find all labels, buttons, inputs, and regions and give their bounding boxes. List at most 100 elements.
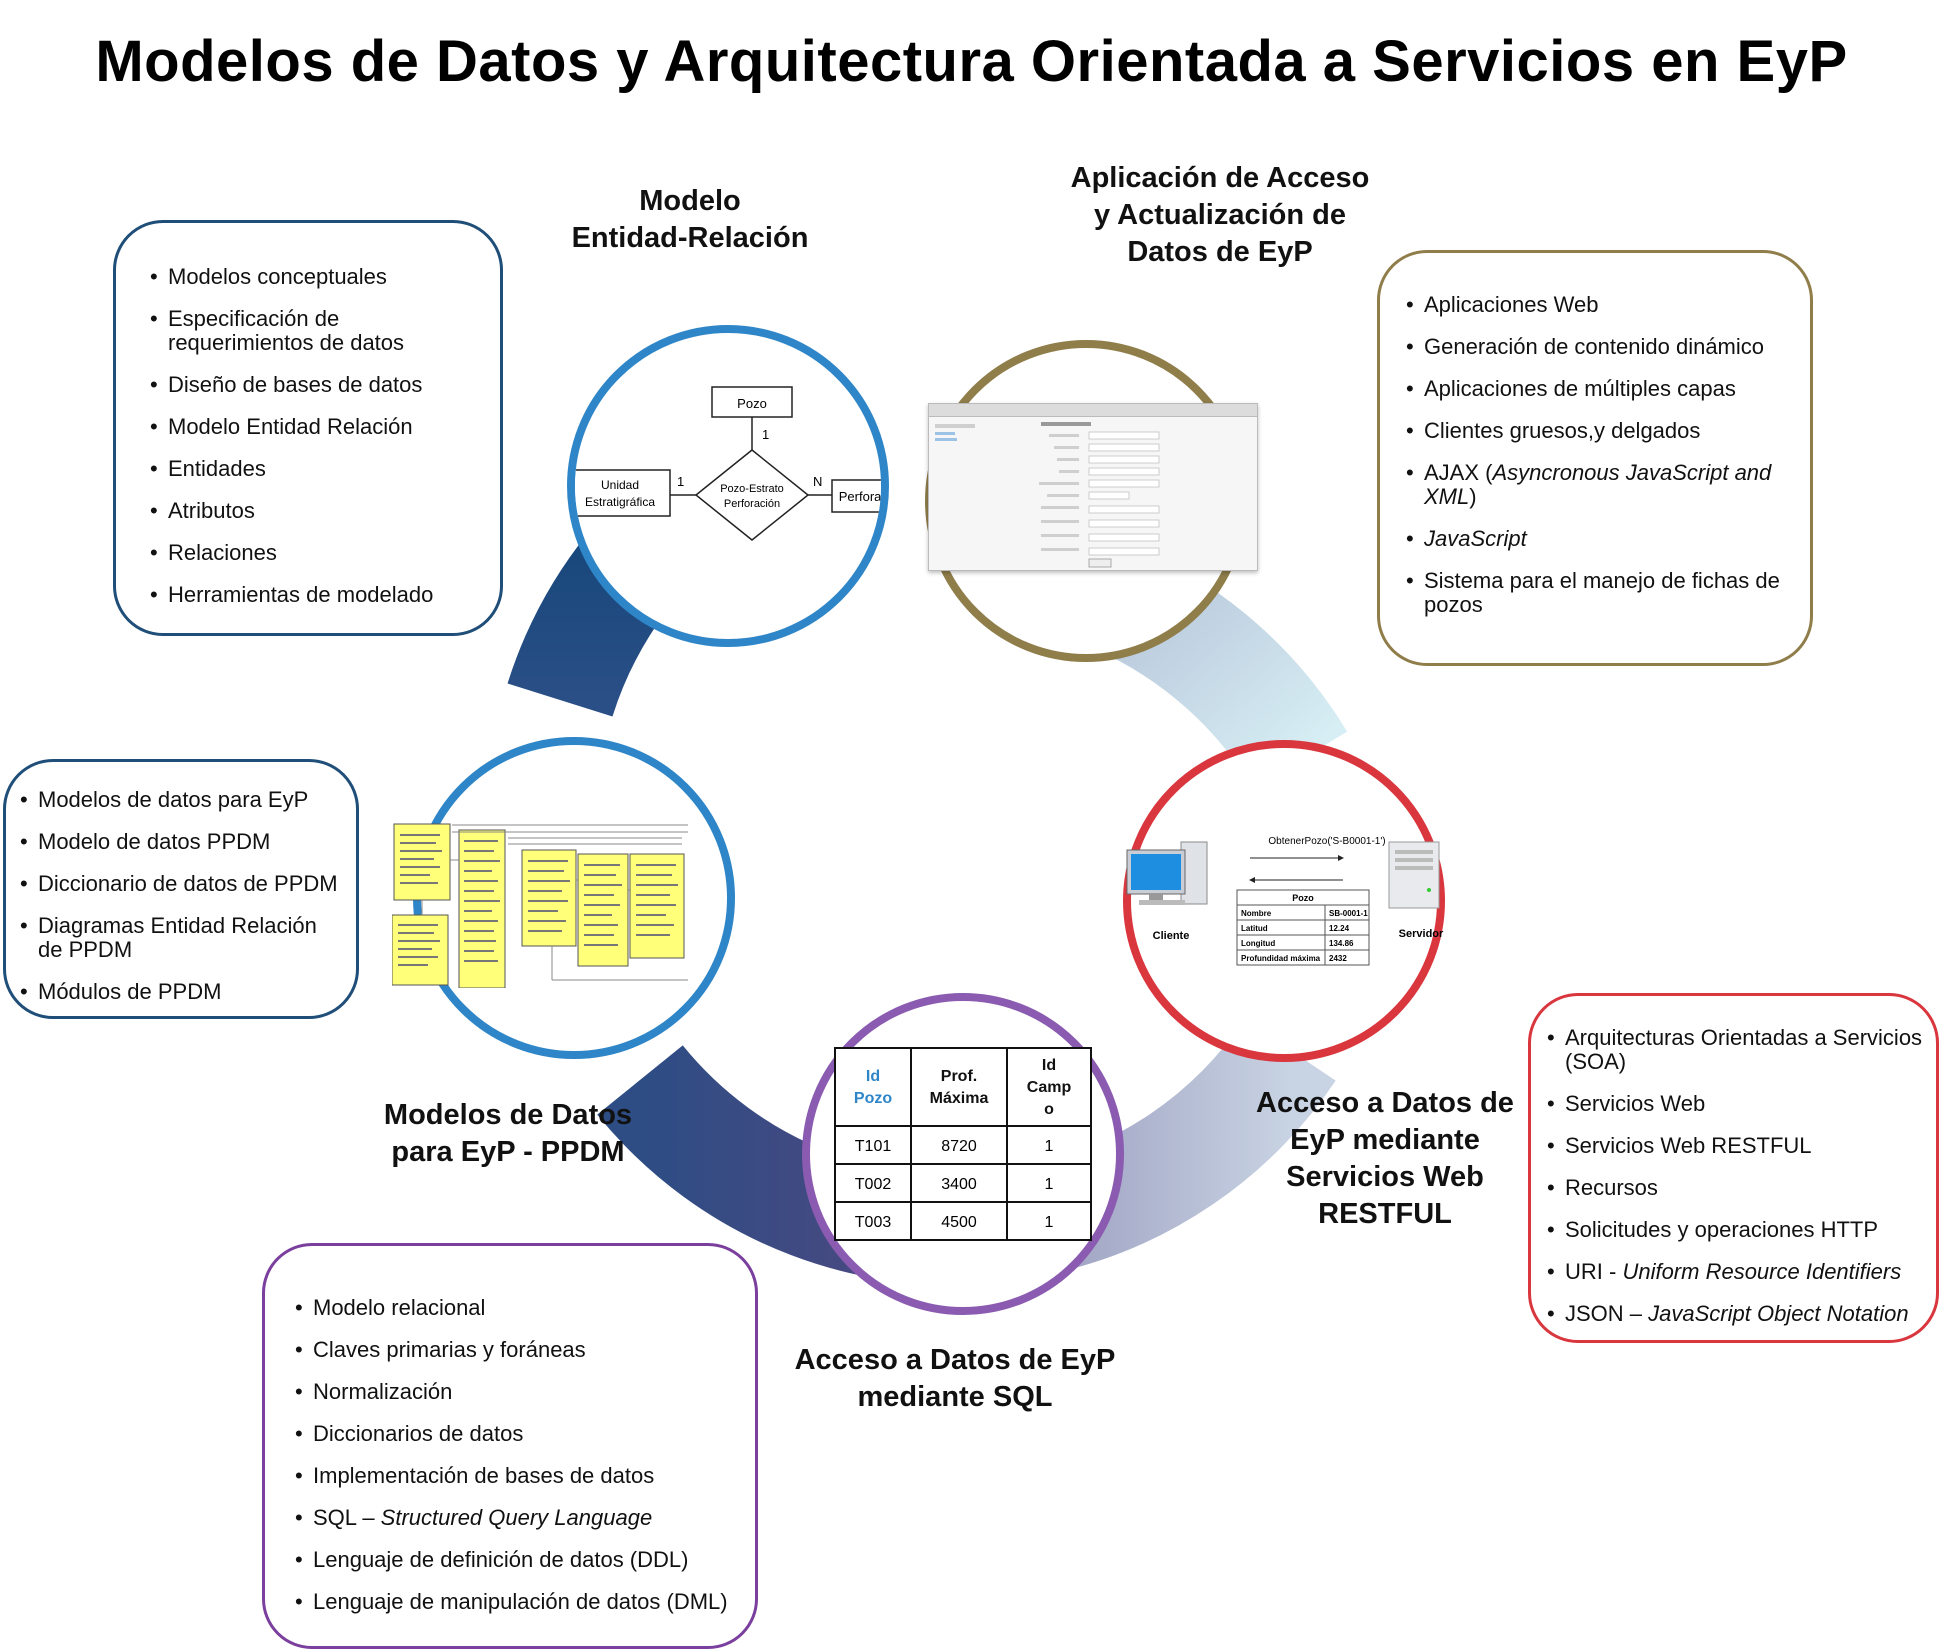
er-entity-right-label: Perforación [839, 489, 881, 504]
sql-table-cell: T101 [855, 1138, 892, 1155]
topic-item: Diagramas Entidad Relación de PPDM [20, 914, 346, 962]
sql-table-header: Camp [1027, 1079, 1072, 1096]
topic-item: Entidades [150, 457, 480, 482]
topic-item: Atributos [150, 499, 480, 524]
topic-item: Clientes gruesos,y delgados [1406, 419, 1792, 444]
response-table-value: 134.86 [1329, 939, 1354, 948]
sql-label-line: mediante SQL [857, 1381, 1053, 1413]
er-label-line: Entidad-Relación [571, 222, 809, 254]
response-table-key: Longitud [1241, 939, 1275, 948]
er-label-line: Modelo [639, 185, 741, 217]
sql-table-header: Máxima [930, 1090, 989, 1107]
rest-topics-list: Arquitecturas Orientadas a Servicios (SO… [1547, 1026, 1928, 1327]
topic-item: JSON – JavaScript Object Notation [1547, 1302, 1928, 1327]
sql-topics-box: Modelo relacionalClaves primarias y forá… [262, 1243, 758, 1649]
ppdm-label-line: para EyP - PPDM [391, 1136, 625, 1168]
topic-item: Servicios Web RESTFUL [1547, 1134, 1928, 1159]
sql-table-cell: 4500 [941, 1214, 977, 1231]
topic-item: URI - Uniform Resource Identifiers [1547, 1260, 1928, 1285]
sql-table-cell: 3400 [941, 1176, 977, 1193]
topic-item: Servicios Web [1547, 1092, 1928, 1117]
topic-item: Aplicaciones de múltiples capas [1406, 377, 1792, 402]
ppdm-topics-box: Modelos de datos para EyP Modelo de datos… [3, 759, 359, 1019]
rest-diagram: Cliente Servidor ObtenerPozo('S-B0001-1'… [1126, 836, 1444, 966]
rest-topics-box: Arquitecturas Orientadas a Servicios (SO… [1528, 993, 1939, 1343]
topic-item: Arquitecturas Orientadas a Servicios (SO… [1547, 1026, 1928, 1074]
response-table-value: 2432 [1329, 954, 1347, 963]
topic-item: Especificación de requerimientos de dato… [150, 307, 480, 355]
topic-item: Modelos de datos para EyP [20, 788, 346, 813]
er-circle: Pozo 1 Pozo-Estrato Perforación Unidad E… [567, 325, 889, 647]
web-form-screenshot [928, 403, 1258, 571]
sql-table-header: Prof. [941, 1068, 977, 1085]
sql-label-line: Acceso a Datos de EyP [794, 1344, 1116, 1376]
topic-item: Sistema para el manejo de fichas de pozo… [1406, 569, 1792, 617]
topic-item: Aplicaciones Web [1406, 293, 1792, 318]
app-label-line: y Actualización de [1094, 199, 1346, 231]
ppdm-erd-icon [392, 823, 688, 988]
sql-table-cell: T003 [855, 1214, 892, 1231]
sql-table-cell: 1 [1045, 1176, 1054, 1193]
sql-label: Acceso a Datos de EyP mediante SQL [770, 1342, 1140, 1416]
rest-label-line: Acceso a Datos de [1256, 1087, 1514, 1119]
topic-item: Lenguaje de manipulación de datos (DML) [295, 1590, 745, 1615]
topic-item: Lenguaje de definición de datos (DDL) [295, 1548, 745, 1573]
ppdm-label-line: Modelos de Datos [383, 1099, 633, 1131]
topic-item: Modelos conceptuales [150, 265, 480, 290]
rest-label-line: RESTFUL [1318, 1198, 1452, 1230]
ppdm-label: Modelos de Datos para EyP - PPDM [368, 1097, 648, 1171]
response-table-key: Profundidad máxima [1241, 954, 1321, 963]
sql-topics-list: Modelo relacionalClaves primarias y forá… [295, 1296, 745, 1615]
er-label: Modelo Entidad-Relación [540, 183, 840, 257]
topic-item: Modelo relacional [295, 1296, 745, 1321]
topic-item: Modelo Entidad Relación [150, 415, 480, 440]
topic-item: Recursos [1547, 1176, 1928, 1201]
er-topics-list: Modelos conceptualesEspecificación de re… [150, 265, 480, 608]
rest-label: Acceso a Datos de EyP mediante Servicios… [1230, 1085, 1540, 1233]
client-label: Cliente [1153, 930, 1190, 942]
topic-item: Relaciones [150, 541, 480, 566]
er-entity-top-label: Pozo [737, 396, 767, 411]
er-relation-label-1: Pozo-Estrato [720, 483, 784, 495]
er-relation-label-2: Perforación [724, 498, 780, 510]
sql-table-cell: T002 [855, 1176, 892, 1193]
response-table-title: Pozo [1292, 893, 1314, 903]
server-label: Servidor [1399, 928, 1444, 940]
topic-item: Normalización [295, 1380, 745, 1405]
er-entity-top [711, 386, 793, 418]
topic-item: Herramientas de modelado [150, 583, 480, 608]
topic-item: Diseño de bases de datos [150, 373, 480, 398]
topic-item: AJAX (Asyncronous JavaScript and XML) [1406, 461, 1792, 509]
er-card-right: N [813, 474, 822, 489]
er-entity-left-label-2: Estratigráfica [585, 495, 655, 509]
sql-table-header: Pozo [854, 1090, 892, 1107]
app-label-line: Aplicación de Acceso [1070, 162, 1370, 194]
ppdm-topics-list: Modelos de datos para EyP Modelo de datos… [20, 788, 346, 1005]
server-icon [1388, 841, 1440, 909]
er-entity-left-label-1: Unidad [601, 478, 639, 492]
topic-item: Solicitudes y operaciones HTTP [1547, 1218, 1928, 1243]
response-table-value: 12.24 [1329, 924, 1350, 933]
er-relation [694, 449, 810, 541]
topic-item: Modelo de datos PPDM [20, 830, 346, 855]
er-entity-right [831, 479, 881, 513]
sql-table-header: Id [1042, 1057, 1056, 1074]
client-computer-icon [1126, 841, 1208, 905]
app-label: Aplicación de Acceso y Actualización de … [1060, 160, 1380, 271]
rest-label-line: EyP mediante [1290, 1124, 1480, 1156]
app-label-line: Datos de EyP [1127, 236, 1313, 268]
topic-item: JavaScript [1406, 527, 1792, 552]
response-table-key: Nombre [1241, 909, 1272, 918]
response-table-value: SB-0001-1 [1329, 909, 1368, 918]
topic-item: SQL – Structured Query Language [295, 1506, 745, 1531]
sql-table-header: o [1044, 1101, 1054, 1118]
response-table-key: Latitud [1241, 924, 1268, 933]
topic-item: Claves primarias y foráneas [295, 1338, 745, 1363]
topic-item: Diccionarios de datos [295, 1422, 745, 1447]
rest-label-line: Servicios Web [1286, 1161, 1484, 1193]
sql-table-cell: 1 [1045, 1214, 1054, 1231]
sql-table-cell: 1 [1045, 1138, 1054, 1155]
topic-item: Módulos de PPDM [20, 980, 346, 1005]
